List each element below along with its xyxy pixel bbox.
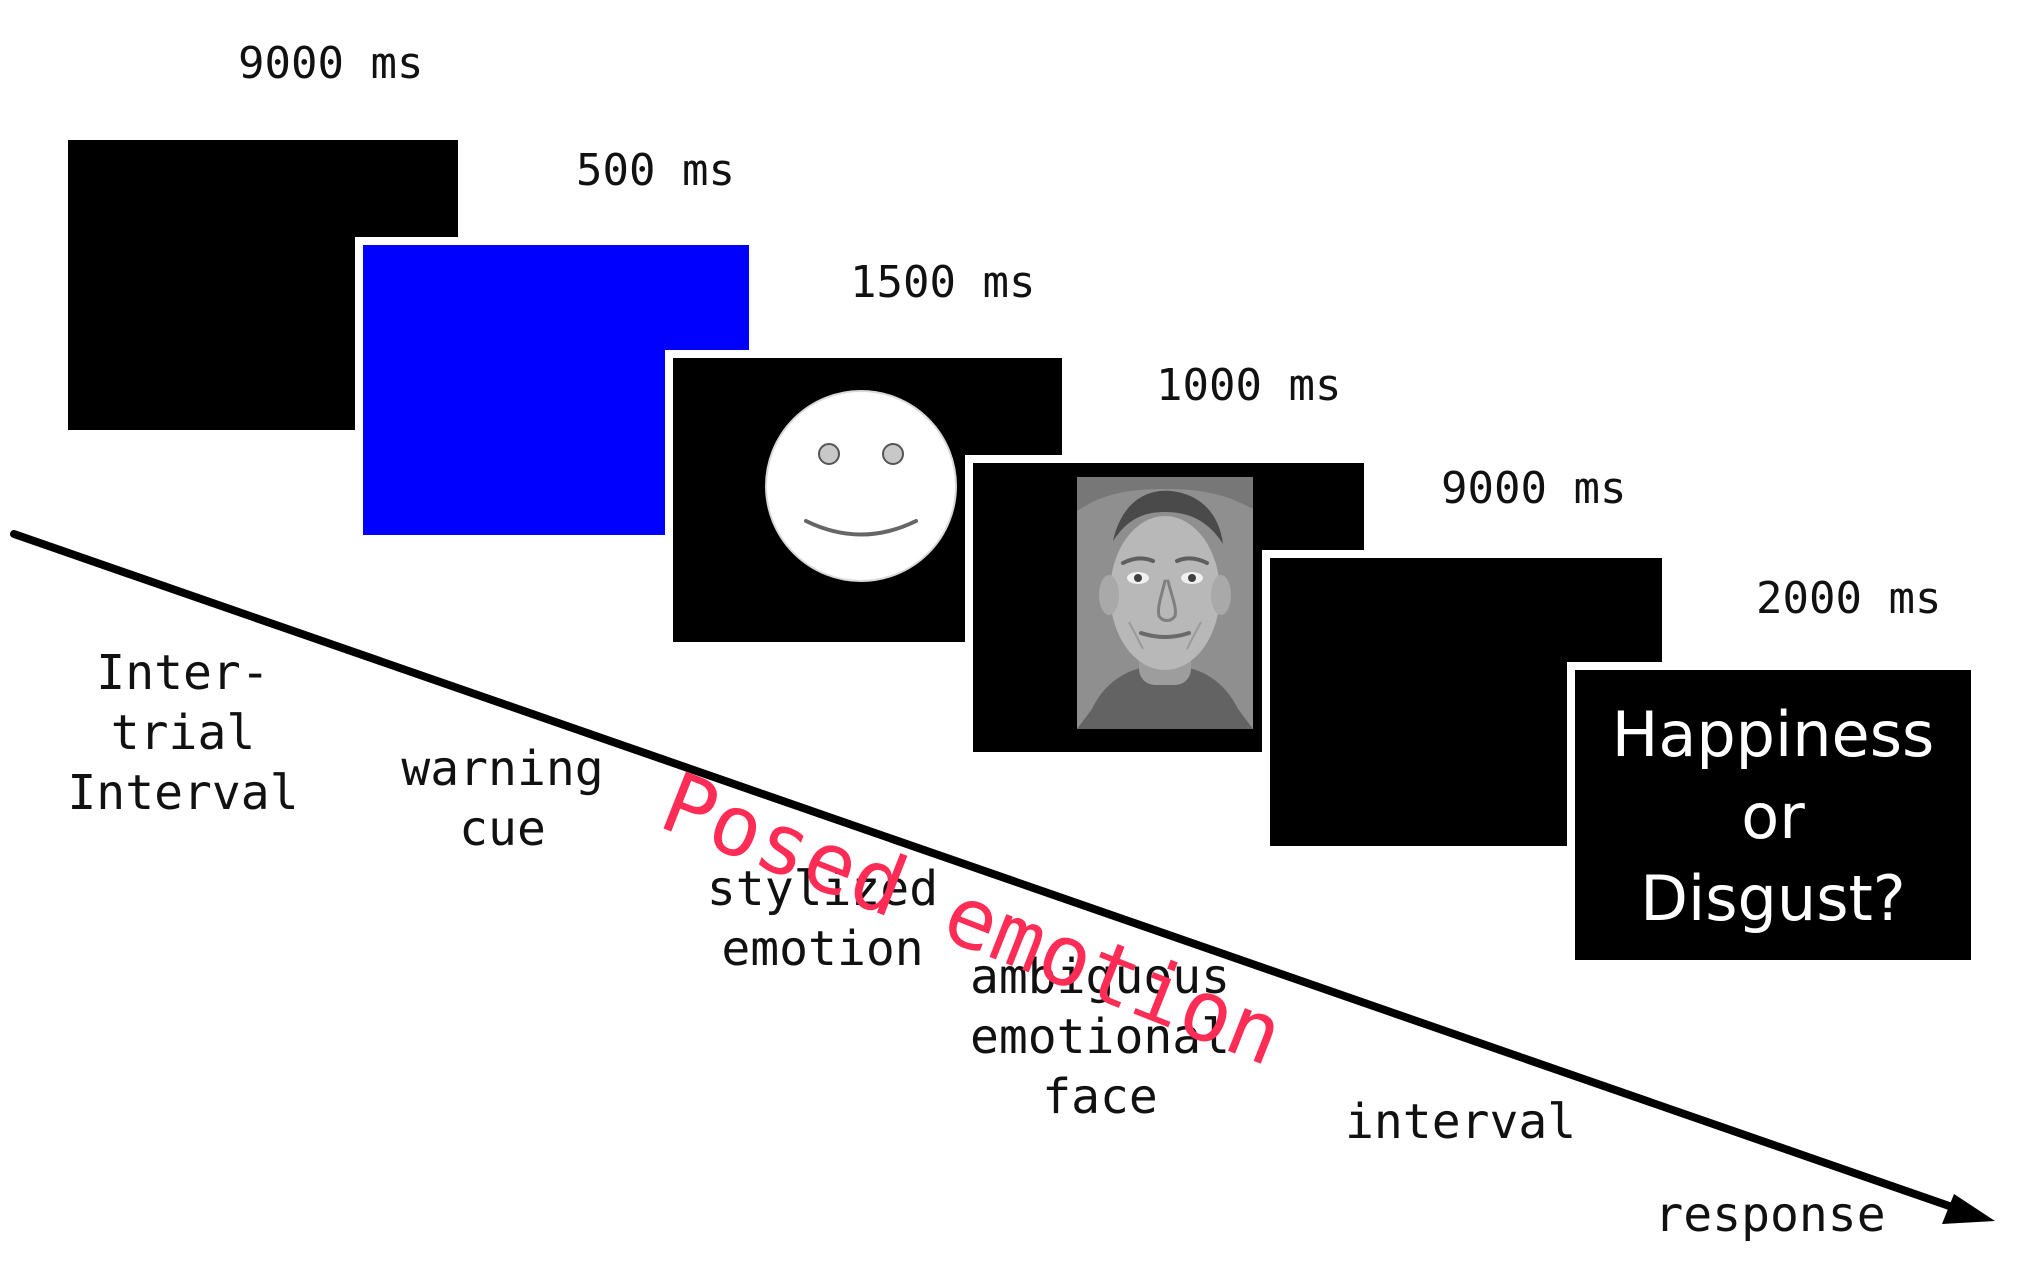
stage-label-stylized: stylized emotion xyxy=(706,861,939,977)
stage-label-iti: Inter-trial Interval xyxy=(67,645,299,821)
stage-label-interval: interval xyxy=(1345,1094,1577,1150)
stage-label-face: ambiguous emotional face xyxy=(969,949,1231,1125)
response-screen: Happiness or Disgust? xyxy=(1567,662,1979,968)
duration-cue: 500 ms xyxy=(576,145,735,196)
stage-label-cue: warning cue xyxy=(401,741,604,857)
duration-response: 2000 ms xyxy=(1756,573,1942,624)
duration-face: 1000 ms xyxy=(1156,360,1342,411)
response-line-3: Disgust? xyxy=(1640,862,1906,935)
duration-iti: 9000 ms xyxy=(238,38,424,89)
face-photo xyxy=(1077,477,1253,729)
face-image xyxy=(1077,477,1253,729)
response-line-1: Happiness xyxy=(1611,698,1935,771)
duration-stylized: 1500 ms xyxy=(850,257,1036,308)
duration-interval: 9000 ms xyxy=(1441,463,1627,514)
stage-label-response: response xyxy=(1654,1187,1886,1243)
response-line-2: or xyxy=(1741,780,1805,853)
smiley-face-icon xyxy=(765,390,957,582)
arrow-head-icon xyxy=(1942,1194,1995,1224)
